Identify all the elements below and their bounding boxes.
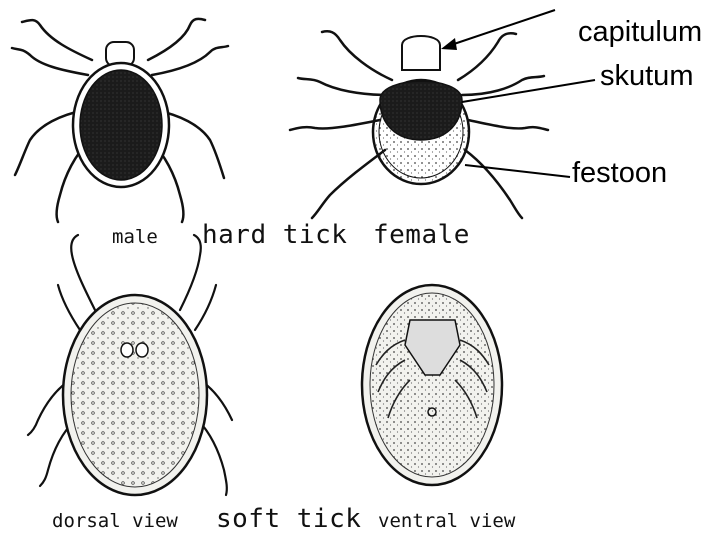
female-caption: female: [373, 220, 470, 250]
capitulum-label: capitulum: [578, 16, 702, 49]
festoon-label: festoon: [572, 157, 667, 190]
festoon-pointer: [465, 165, 570, 177]
male-hard-tick-body: [73, 42, 169, 187]
female-hard-tick-body: [373, 36, 469, 184]
capitulum-arrowhead: [441, 38, 457, 50]
skutum-pointer: [462, 80, 595, 102]
dorsal-soft-tick-body: [63, 295, 207, 495]
soft-tick-title: soft tick: [216, 504, 361, 534]
ventral-view-caption: ventral view: [378, 510, 515, 532]
skutum-label: skutum: [600, 60, 693, 93]
capitulum-pointer: [448, 10, 555, 46]
hard-tick-title: hard tick: [202, 220, 347, 250]
dorsal-view-caption: dorsal view: [52, 510, 178, 532]
male-caption: male: [112, 226, 158, 248]
ventral-soft-tick-drawing: [362, 285, 502, 485]
